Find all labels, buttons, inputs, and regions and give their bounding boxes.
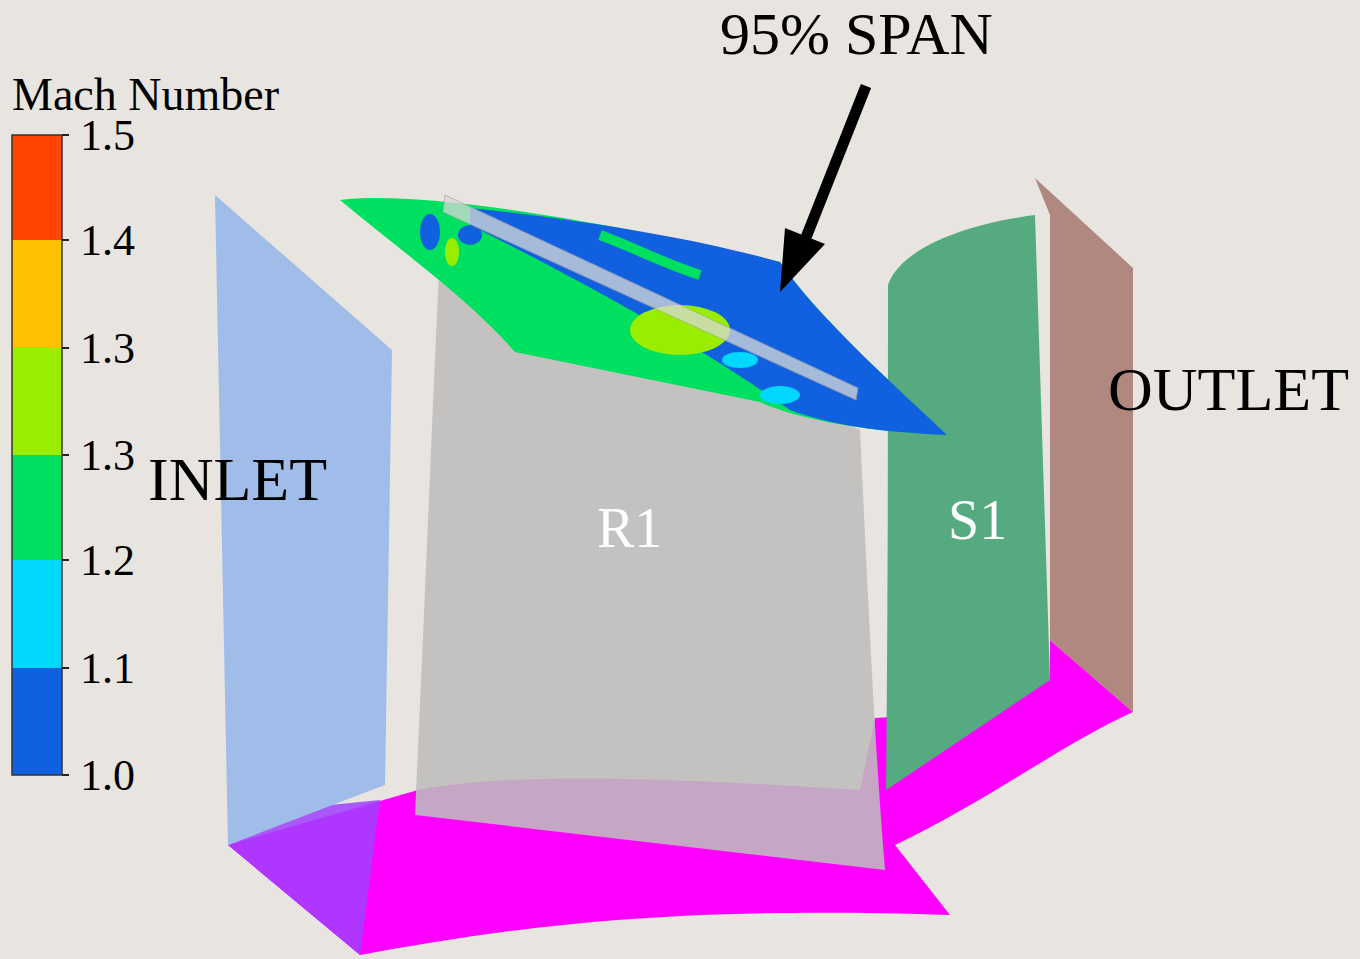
- span-contour: [340, 195, 947, 435]
- tick-label: 1.3: [80, 327, 135, 371]
- callout-label: 95% SPAN: [720, 4, 993, 64]
- part-label: OUTLET: [1108, 358, 1349, 420]
- stator-blade: [886, 215, 1050, 790]
- part-label: R1: [597, 500, 662, 556]
- legend-title: Mach Number: [12, 72, 279, 118]
- part-label: INLET: [148, 448, 327, 510]
- tick-label: 1.2: [80, 539, 135, 583]
- tick-label: 1.0: [80, 754, 135, 798]
- tick-label: 1.5: [80, 114, 135, 158]
- tick-label: 1.4: [80, 219, 135, 263]
- part-label: S1: [948, 492, 1007, 548]
- outlet-plane: [1035, 178, 1133, 712]
- callout-arrow: [780, 86, 866, 292]
- inlet-plane: [215, 195, 392, 845]
- mach-colorbar: [12, 135, 69, 775]
- tick-label: 1.3: [80, 434, 135, 478]
- tick-label: 1.1: [80, 647, 135, 691]
